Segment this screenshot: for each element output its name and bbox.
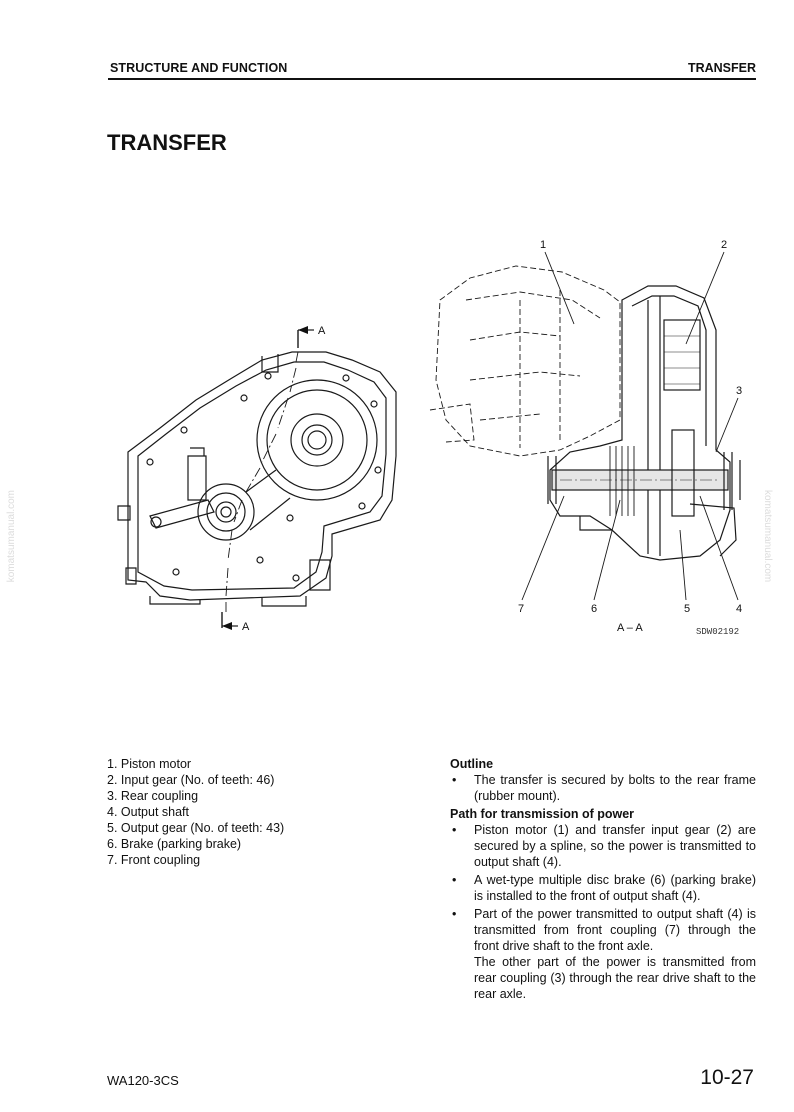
transfer-front-view (117, 351, 397, 607)
arrowhead-bottom (222, 622, 232, 630)
callout-6: 6 (591, 603, 597, 615)
callout-7: 7 (518, 603, 524, 615)
footer-page-number: 10-27 (700, 1066, 754, 1089)
callout-4: 4 (736, 603, 742, 615)
page-title: TRANSFER (107, 130, 227, 155)
header-rule (108, 78, 756, 80)
arrowhead-top (298, 326, 308, 334)
watermark-right: komatsumanual.com (762, 490, 773, 583)
callout-1: 1 (540, 239, 546, 251)
bullet-mark: • (452, 773, 457, 787)
list-item: 3. Rear coupling (107, 789, 199, 803)
bullet-continuation: The other part of the power is transmitt… (474, 955, 756, 1001)
bullet-text: The transfer is secured by bolts to the … (474, 773, 756, 803)
list-item: 1. Piston motor (107, 757, 192, 771)
section-caption: A – A (617, 622, 643, 634)
watermark-left: komatsumanual.com (6, 490, 17, 583)
callout-5: 5 (684, 603, 690, 615)
outline-bullet: • The transfer is secured by bolts to th… (450, 772, 756, 804)
list-item: 7. Front coupling (107, 853, 201, 867)
power-path-heading: Path for transmission of power (450, 807, 635, 821)
bullet-text: Part of the power transmitted to output … (474, 907, 756, 953)
bullet-mark: • (452, 873, 457, 887)
list-item: 2. Input gear (No. of teeth: 46) (107, 773, 275, 787)
callout-3: 3 (736, 385, 742, 397)
section-line (221, 329, 314, 628)
outline-heading: Outline (450, 757, 494, 771)
power-path-bullet: • Piston motor (1) and transfer input ge… (450, 822, 756, 870)
description-column: Outline • The transfer is secured by bol… (450, 756, 756, 1004)
list-item: 6. Brake (parking brake) (107, 837, 242, 851)
header-section: STRUCTURE AND FUNCTION (110, 61, 288, 75)
bullet-mark: • (452, 907, 457, 921)
transfer-drawing: A A A – A SDW02192 1 2 3 4 5 6 7 (117, 239, 742, 637)
power-path-bullet: • A wet-type multiple disc brake (6) (pa… (450, 872, 756, 904)
parts-list: 1. Piston motor 2. Input gear (No. of te… (107, 756, 427, 868)
bullet-text: Piston motor (1) and transfer input gear… (474, 823, 756, 869)
power-path-bullet: • Part of the power transmitted to outpu… (450, 906, 756, 1002)
list-item: 4. Output shaft (107, 805, 189, 819)
callout-2: 2 (721, 239, 727, 251)
section-mark-bottom: A (242, 621, 250, 633)
drawing-code: SDW02192 (696, 627, 739, 637)
footer-model: WA120-3CS (107, 1073, 179, 1088)
header-chapter: TRANSFER (687, 61, 756, 75)
section-mark-top: A (318, 325, 326, 337)
bullet-text: A wet-type multiple disc brake (6) (park… (474, 873, 756, 903)
list-item: 5. Output gear (No. of teeth: 43) (107, 821, 285, 835)
callout-leaders (521, 251, 739, 601)
piston-motor-phantom (429, 265, 621, 457)
bullet-mark: • (452, 823, 457, 837)
transfer-section-view (547, 285, 741, 561)
